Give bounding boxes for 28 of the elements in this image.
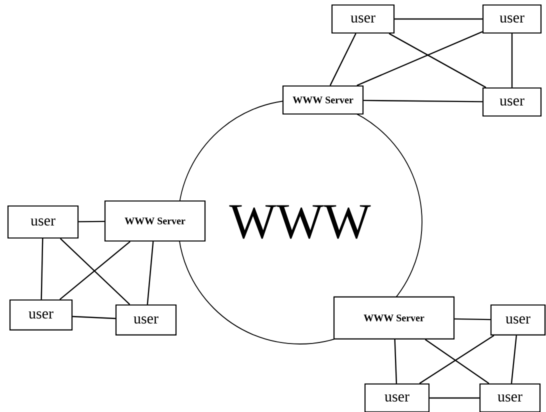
connection-line [454,318,490,320]
server-box: WWW Server [282,85,364,115]
user-box: user [9,299,73,331]
connection-line [394,18,482,20]
user-box: user [490,304,546,336]
user-box: user [115,304,177,336]
user-box: user [364,383,430,412]
connection-line [510,335,517,384]
user-box: user [479,383,541,412]
connection-line [419,335,494,384]
connection-line [364,100,482,102]
connection-line [424,339,490,384]
server-box: WWW Server [104,200,206,242]
connection-line [511,34,513,88]
connection-line [430,397,480,399]
user-box: user [482,87,542,117]
user-box: user [482,4,542,34]
connection-line [146,241,154,304]
user-box: user [331,4,395,34]
connection-line [78,220,104,222]
connection-line [388,33,486,88]
connection-line [394,340,398,384]
server-box: WWW Server [333,296,455,340]
connection-line [40,238,44,300]
connection-line [356,31,483,86]
connection-line [330,33,356,86]
connection-line [72,316,116,320]
user-box: user [7,205,79,239]
